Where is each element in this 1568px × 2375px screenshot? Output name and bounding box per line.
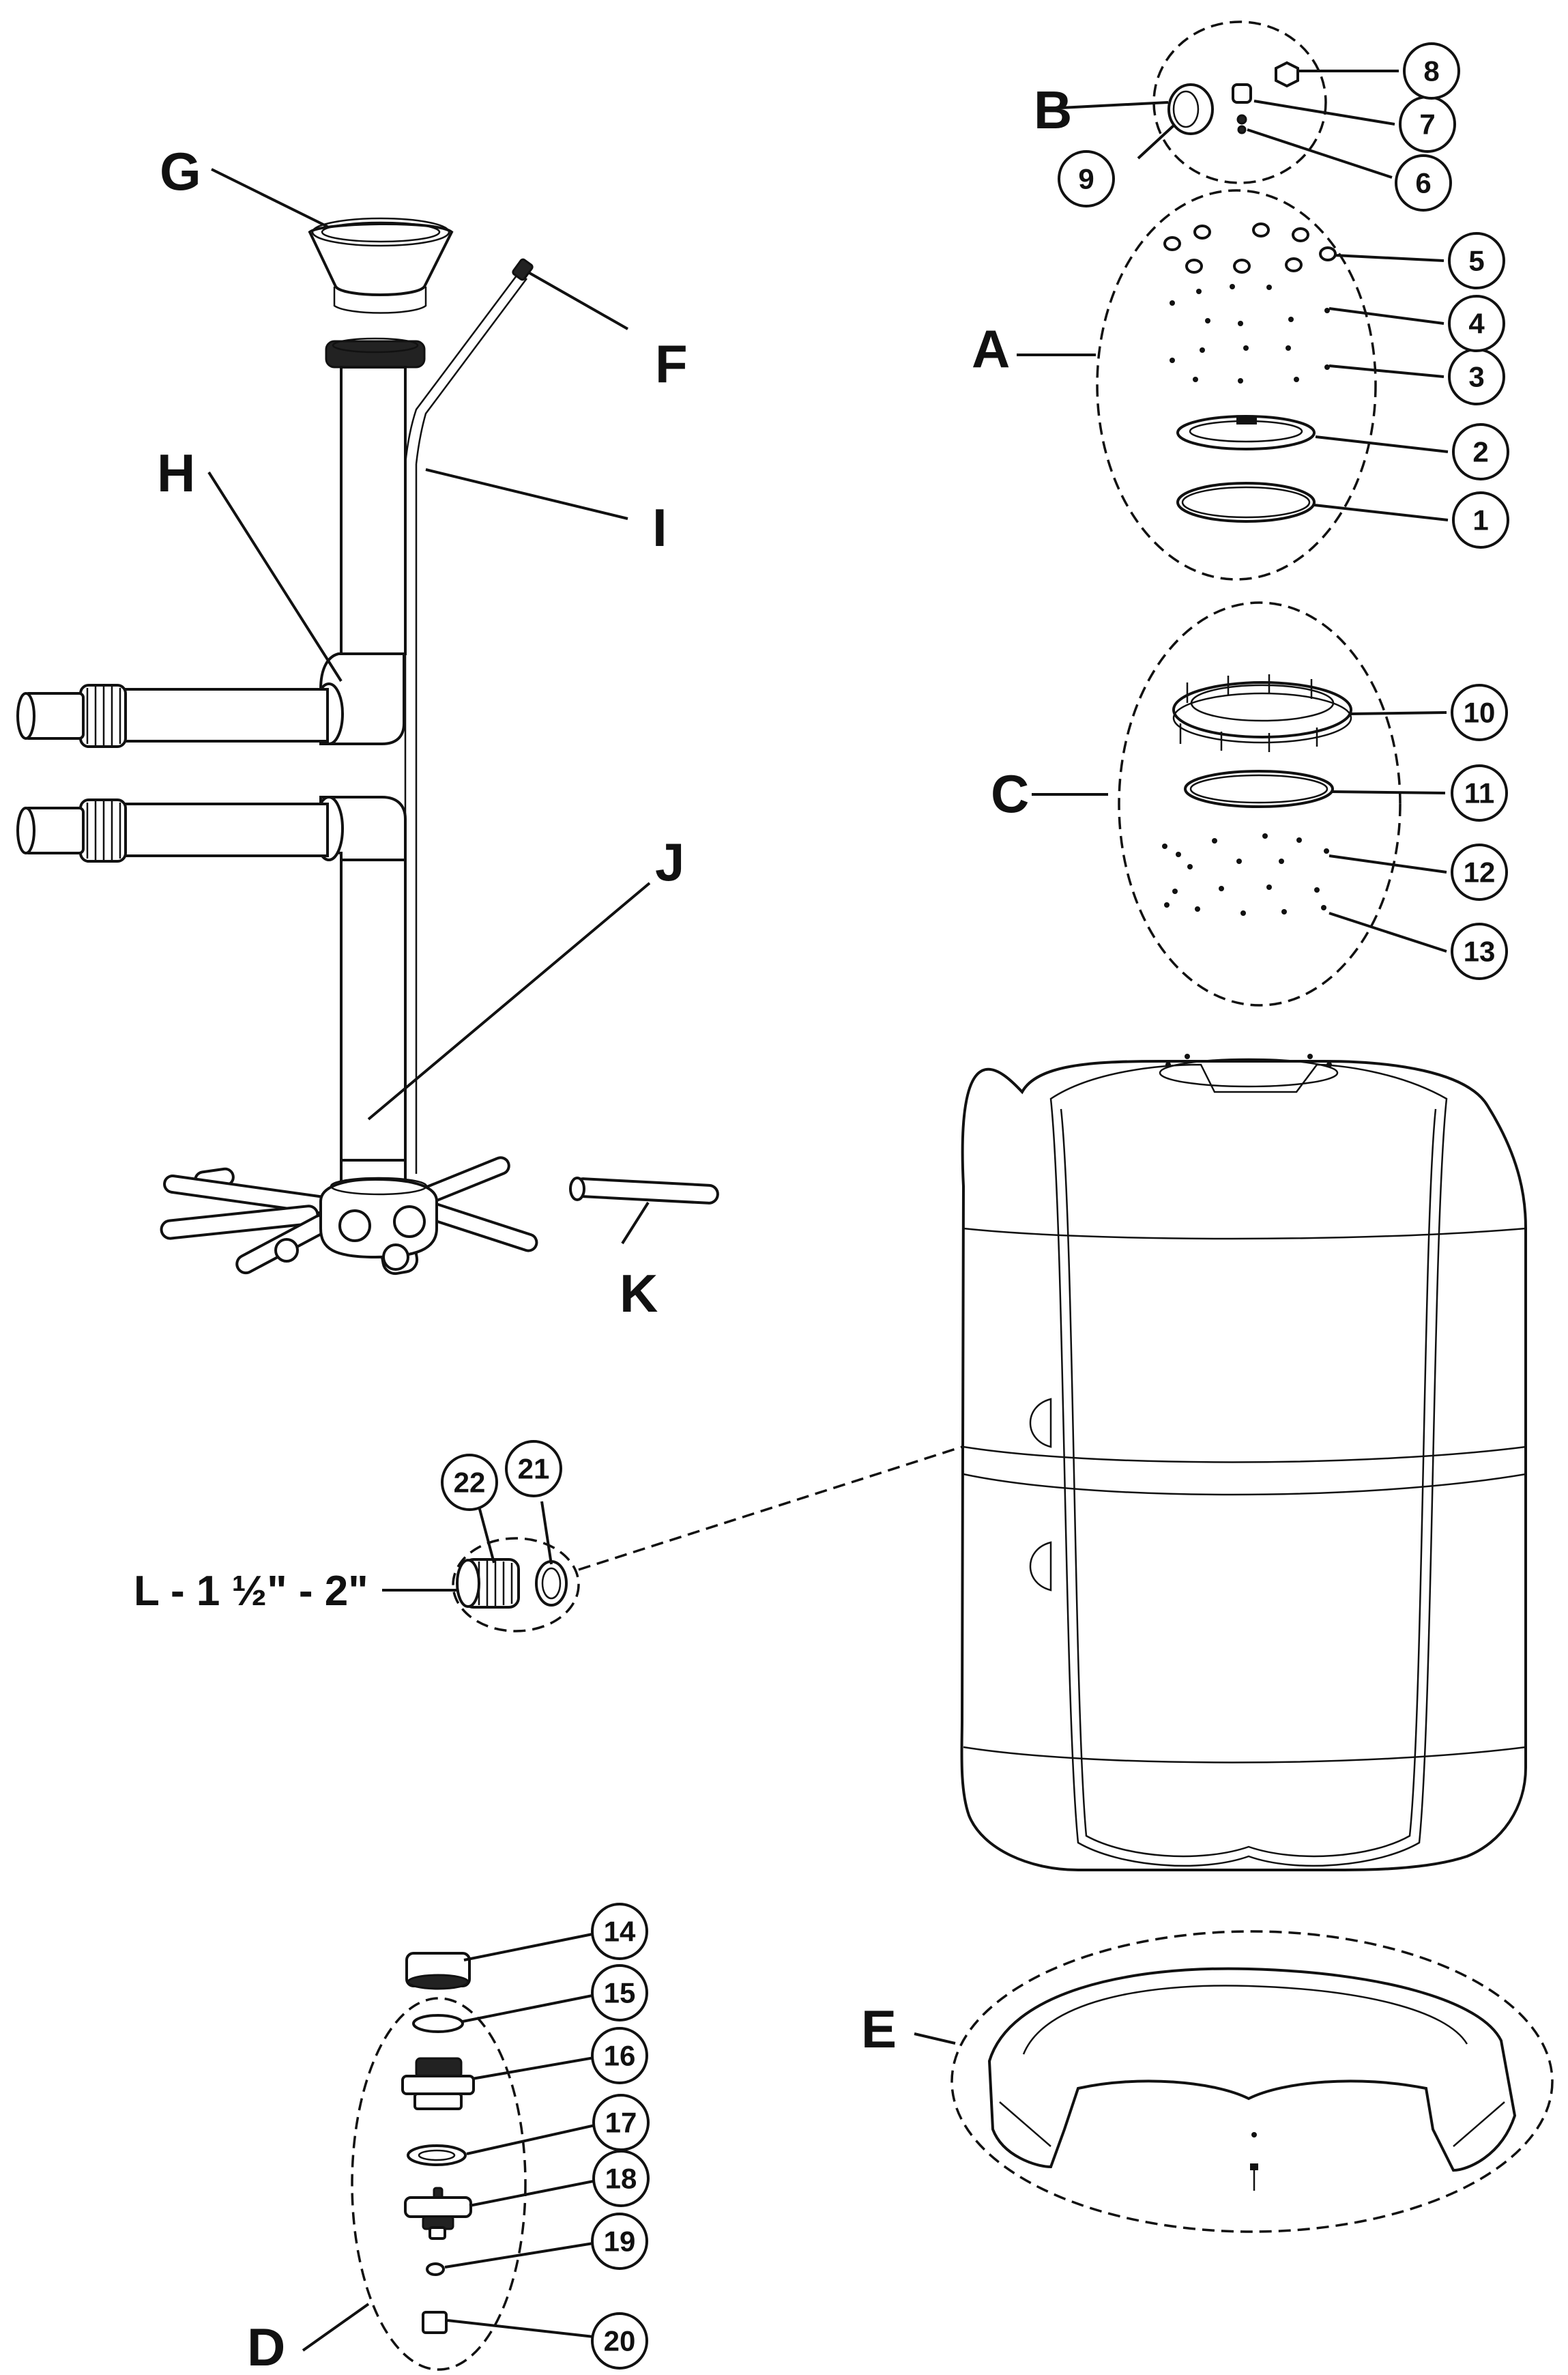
label-h: H <box>157 443 195 503</box>
callout-16: 16 <box>591 2027 648 2084</box>
collector-top-collar <box>325 337 426 369</box>
group-a-outline <box>1096 189 1377 581</box>
label-l: L - 1 ½" - 2" <box>134 1568 368 1615</box>
label-b: B <box>1034 80 1072 140</box>
leader-lines <box>207 70 1449 2352</box>
part-15-o-ring <box>412 2014 464 2033</box>
callout-21: 21 <box>505 1440 562 1497</box>
part-19-o-ring <box>426 2262 445 2276</box>
part-3-small-parts <box>1170 345 1330 384</box>
callout-8: 8 <box>1403 42 1460 100</box>
svg-text:13: 13 <box>1464 936 1496 968</box>
group-l-outline <box>452 1537 580 1632</box>
svg-text:9: 9 <box>1078 163 1094 195</box>
svg-text:4: 4 <box>1468 308 1485 340</box>
part-9-cap <box>1167 83 1214 135</box>
callout-20: 20 <box>591 2312 648 2370</box>
part-11-o-ring <box>1184 770 1334 808</box>
lower-horizontal-pipe <box>16 798 329 863</box>
part-j-central-pipe <box>340 366 407 1189</box>
callout-15: 15 <box>591 1964 648 2021</box>
group-e-outline <box>950 1930 1554 2233</box>
group-b-outline <box>1152 20 1327 184</box>
callout-14: 14 <box>591 1903 648 1960</box>
upper-horizontal-pipe <box>16 684 329 748</box>
svg-text:10: 10 <box>1464 697 1496 729</box>
part-g-funnel <box>308 217 454 314</box>
part-2-ring <box>1176 415 1316 450</box>
callout-5: 5 <box>1448 232 1505 289</box>
laterals-hub <box>160 1156 538 1276</box>
filter-base <box>987 1967 1517 2191</box>
svg-text:12: 12 <box>1464 857 1496 889</box>
callout-22: 22 <box>441 1454 498 1511</box>
svg-text:11: 11 <box>1464 777 1494 809</box>
callout-7: 7 <box>1399 96 1456 153</box>
part-i-vent-tube <box>404 272 528 1174</box>
part-8-nut <box>1275 61 1299 88</box>
callout-6: 6 <box>1395 154 1452 212</box>
svg-text:15: 15 <box>604 1977 636 2009</box>
label-i: I <box>652 498 667 558</box>
part-5-nozzles <box>1163 222 1337 274</box>
callout-13: 13 <box>1451 923 1508 980</box>
svg-text:6: 6 <box>1415 167 1431 199</box>
label-d: D <box>247 2317 285 2375</box>
svg-text:22: 22 <box>454 1467 486 1499</box>
callout-4: 4 <box>1448 295 1505 352</box>
svg-text:17: 17 <box>605 2107 637 2139</box>
svg-text:16: 16 <box>604 2040 636 2072</box>
part-1-o-ring <box>1176 482 1316 523</box>
part-4-small-parts <box>1170 284 1330 326</box>
callout-10: 10 <box>1451 684 1508 741</box>
label-f: F <box>655 334 688 394</box>
label-c: C <box>991 764 1029 824</box>
svg-text:21: 21 <box>518 1453 550 1485</box>
svg-text:1: 1 <box>1472 504 1488 536</box>
svg-text:8: 8 <box>1423 55 1439 87</box>
part-16-fitting <box>401 2057 475 2110</box>
part-13-small-parts <box>1164 884 1326 916</box>
part-22-union <box>456 1558 520 1609</box>
part-7-fitting <box>1232 83 1252 134</box>
svg-text:18: 18 <box>605 2163 637 2195</box>
svg-text:5: 5 <box>1468 245 1484 277</box>
l-connection-dashed-line <box>578 1445 963 1571</box>
part-10-flange <box>1172 674 1352 752</box>
callout-2: 2 <box>1452 423 1509 480</box>
svg-text:20: 20 <box>604 2325 636 2357</box>
group-c-outline <box>1118 601 1402 1007</box>
label-j: J <box>655 832 684 892</box>
part-18-drain-plug <box>404 2187 472 2240</box>
callout-9: 9 <box>1058 150 1115 207</box>
svg-text:19: 19 <box>604 2226 636 2258</box>
group-d-outline <box>351 1997 527 2371</box>
callout-18: 18 <box>592 2150 650 2207</box>
callout-19: 19 <box>591 2213 648 2270</box>
svg-text:7: 7 <box>1419 109 1435 141</box>
part-14-union-nut <box>405 1952 471 1990</box>
svg-text:2: 2 <box>1472 436 1488 468</box>
part-17-gasket <box>407 2144 467 2166</box>
callout-11: 11 <box>1451 764 1508 822</box>
callout-12: 12 <box>1451 844 1508 901</box>
label-g: G <box>160 141 201 201</box>
callout-17: 17 <box>592 2094 650 2151</box>
callout-1: 1 <box>1452 491 1509 549</box>
label-a: A <box>972 319 1010 379</box>
part-12-small-parts <box>1162 833 1329 869</box>
svg-text:14: 14 <box>604 1916 636 1948</box>
svg-text:3: 3 <box>1468 361 1484 393</box>
part-k-lateral <box>569 1177 719 1205</box>
part-f-vent-cap <box>512 258 534 281</box>
label-e: E <box>861 1999 897 2059</box>
part-21-o-ring <box>535 1560 568 1607</box>
filter-tank <box>960 1054 1527 1871</box>
part-20-plug <box>422 2311 448 2334</box>
callout-3: 3 <box>1448 348 1505 405</box>
label-k: K <box>620 1263 658 1323</box>
